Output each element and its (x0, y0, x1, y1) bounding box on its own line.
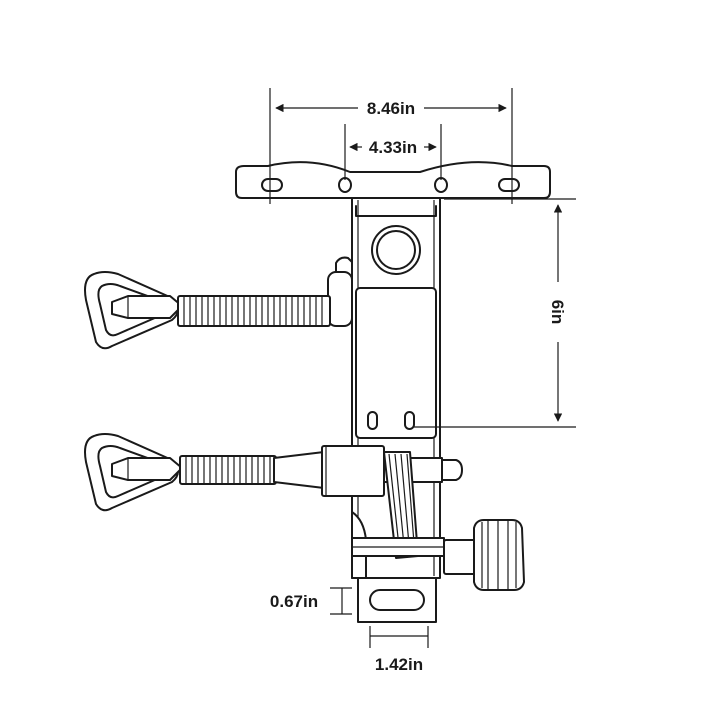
tilt-knob-hole (371, 225, 421, 275)
upper-lever (84, 256, 353, 350)
dimension-slot-width: 1.42in (369, 626, 429, 674)
label-inner-holes: 4.33in (369, 138, 417, 157)
bottom-slot (369, 589, 425, 611)
label-slot-height: 0.67in (270, 592, 318, 611)
label-plate-height: 6in (548, 300, 567, 325)
outer-slot-right (498, 178, 520, 192)
dimension-slot-height: 0.67in (270, 587, 352, 615)
dimension-mount-width: 8.46in (269, 88, 513, 204)
tension-knob (473, 519, 525, 591)
dimension-plate-height: 6in (414, 198, 576, 428)
label-mount-width: 8.46in (367, 99, 415, 118)
lower-clamp (351, 511, 525, 623)
dimension-inner-holes: 4.33in (344, 124, 442, 180)
main-bracket (351, 197, 441, 579)
top-mounting-plate (235, 161, 551, 199)
upper-lever-spring (177, 295, 331, 327)
label-slot-width: 1.42in (375, 655, 423, 674)
outer-slot-left (261, 178, 283, 192)
